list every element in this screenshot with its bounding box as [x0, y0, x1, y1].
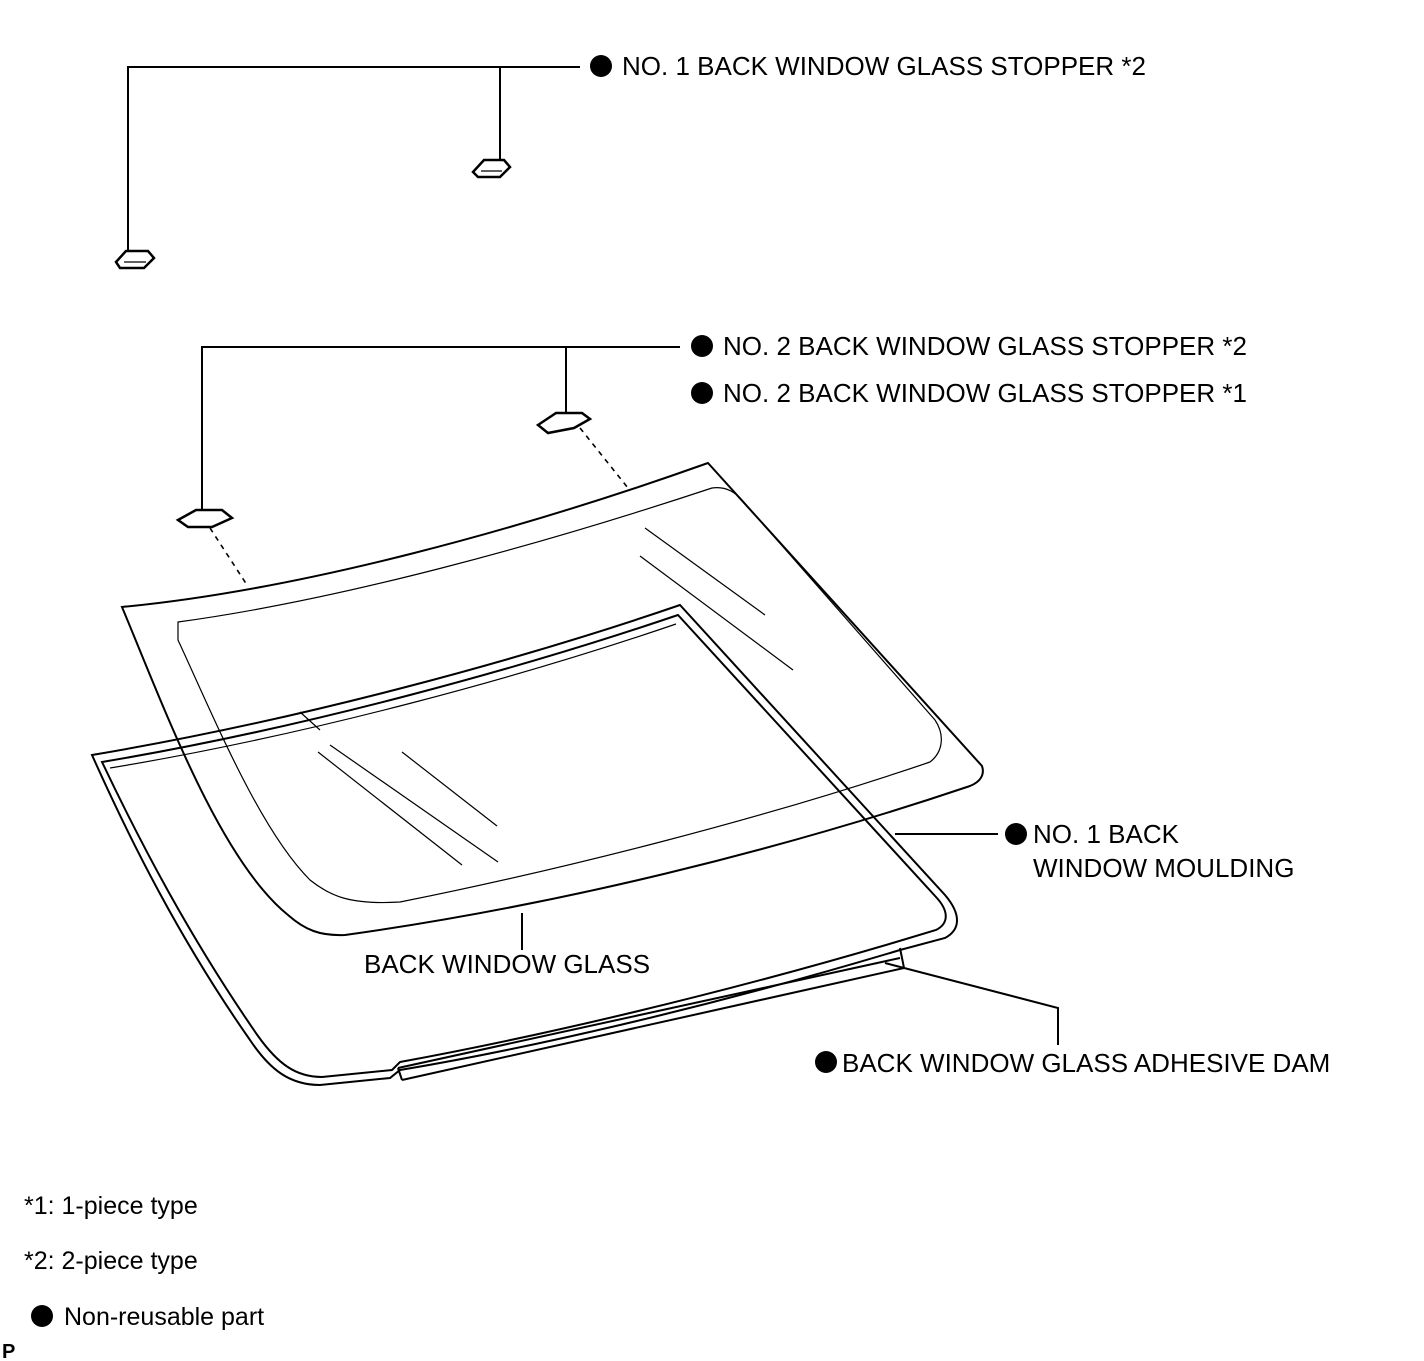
non-reusable-marker-icon	[815, 1051, 837, 1073]
figure-code: P	[2, 1341, 15, 1361]
legend-note-2: *2: 2-piece type	[24, 1247, 198, 1275]
label-no1-stopper-2: NO. 1 BACK WINDOW GLASS STOPPER *2	[622, 51, 1146, 81]
no1-stopper-part-right	[471, 158, 512, 179]
non-reusable-marker-icon	[691, 382, 713, 404]
non-reusable-marker-icon	[1005, 823, 1027, 845]
adhesive-dam-leader	[884, 962, 1059, 1045]
no2-stopper-leader	[201, 346, 680, 586]
label-no2-stopper-2: NO. 2 BACK WINDOW GLASS STOPPER *2	[723, 331, 1247, 361]
label-moulding-line2: WINDOW MOULDING	[1033, 853, 1294, 883]
back-window-moulding	[90, 603, 958, 1087]
no1-stopper-leader	[127, 66, 580, 258]
back-window-glass	[120, 461, 984, 937]
non-reusable-legend-icon	[31, 1305, 53, 1327]
no1-stopper-part-left	[114, 249, 156, 270]
label-glass: BACK WINDOW GLASS	[364, 949, 650, 979]
label-moulding-line1: NO. 1 BACK	[1033, 819, 1180, 849]
legend-non-reusable: Non-reusable part	[64, 1303, 264, 1331]
label-adhesive-dam: BACK WINDOW GLASS ADHESIVE DAM	[842, 1048, 1330, 1078]
non-reusable-marker-icon	[691, 335, 713, 357]
no2-stopper-part-right	[535, 411, 593, 435]
legend-note-1: *1: 1-piece type	[24, 1192, 198, 1220]
non-reusable-marker-icon	[590, 55, 612, 77]
no2-stopper-part-left	[175, 508, 235, 529]
label-no2-stopper-1: NO. 2 BACK WINDOW GLASS STOPPER *1	[723, 378, 1247, 408]
